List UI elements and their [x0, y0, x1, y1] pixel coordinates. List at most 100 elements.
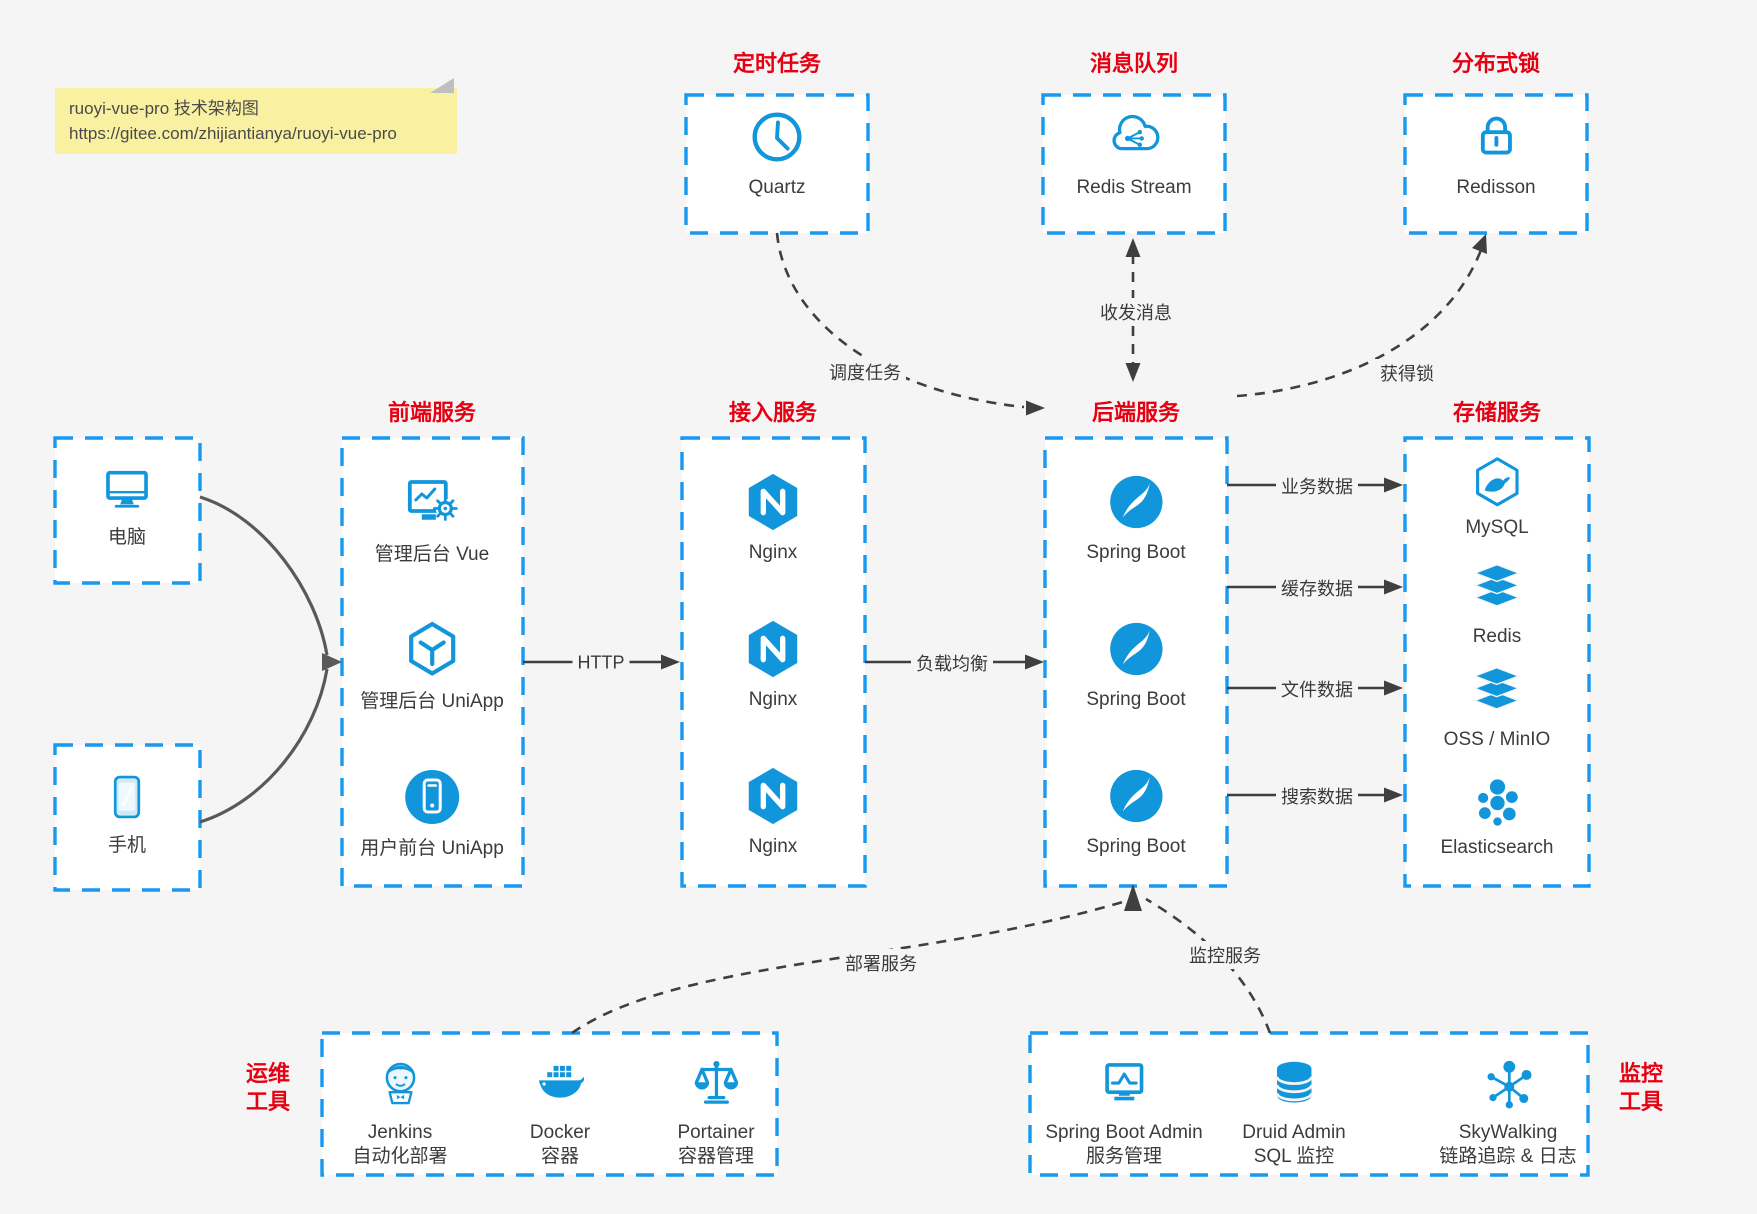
pc-client-box-outline	[53, 436, 202, 585]
label-monitor-line2: 工具	[1618, 1089, 1664, 1114]
title-backend-service: 后端服务	[1091, 400, 1181, 425]
node-nginx-1-label: Nginx	[748, 542, 798, 563]
node-nginx-3-label: Nginx	[748, 836, 798, 857]
node-spring-boot-1: Spring Boot	[1086, 471, 1186, 564]
label-monitor-tools: 监控 工具	[1619, 1060, 1663, 1116]
nginx-icon	[742, 618, 804, 680]
clock-icon	[746, 106, 808, 168]
edge-label-file-data: 文件数据	[1276, 675, 1358, 703]
edge-label-schedule-task: 调度任务	[824, 358, 906, 386]
node-portainer-label: Portainer	[677, 1122, 755, 1143]
node-jenkins-sublabel: 自动化部署	[352, 1146, 448, 1167]
label-ops-line2: 工具	[245, 1089, 291, 1114]
node-admin-uniapp-label: 管理后台 UniApp	[360, 691, 504, 712]
label-ops-line1: 运维	[245, 1061, 291, 1086]
lock-icon	[1465, 106, 1527, 168]
skywalking-icon	[1479, 1055, 1537, 1113]
elasticsearch-icon	[1470, 776, 1524, 830]
spring-icon	[1105, 618, 1167, 680]
admin-vue-icon	[400, 471, 464, 535]
nginx-icon	[742, 471, 804, 533]
node-spring-boot-2-label: Spring Boot	[1086, 689, 1186, 710]
spring-icon	[1105, 765, 1167, 827]
node-elasticsearch-label: Elasticsearch	[1440, 837, 1554, 858]
edge-label-http: HTTP	[572, 651, 630, 675]
title-distributed-lock: 分布式锁	[1451, 51, 1541, 76]
node-docker-label: Docker	[529, 1122, 591, 1143]
node-phone-label: 手机	[107, 835, 146, 856]
spring-boot-admin-icon	[1095, 1055, 1153, 1113]
node-portainer-sublabel: 容器管理	[677, 1146, 755, 1167]
node-redisson: Redisson	[1456, 106, 1536, 199]
mysql-icon	[1469, 454, 1525, 510]
node-portainer: Portainer 容器管理	[677, 1055, 755, 1169]
node-docker-sublabel: 容器	[540, 1146, 579, 1167]
node-redis-label: Redis	[1472, 626, 1522, 647]
node-spring-boot-3-label: Spring Boot	[1086, 836, 1186, 857]
node-quartz: Quartz	[746, 106, 808, 199]
node-admin-uniapp: 管理后台 UniApp	[360, 618, 504, 713]
client-to-frontend-arrows	[199, 495, 342, 824]
node-docker: Docker 容器	[530, 1055, 590, 1169]
user-app-icon	[400, 765, 464, 829]
jenkins-icon	[371, 1055, 429, 1113]
edge-label-cache-data: 缓存数据	[1276, 574, 1358, 602]
title-frontend-service: 前端服务	[387, 400, 477, 425]
node-oss-minio-label: OSS / MinIO	[1443, 729, 1551, 750]
node-skywalking: SkyWalking 链路追踪 & 日志	[1439, 1055, 1577, 1169]
title-message-queue: 消息队列	[1089, 51, 1179, 76]
portainer-icon	[687, 1055, 745, 1113]
spring-icon	[1105, 471, 1167, 533]
node-sba-sublabel: 服务管理	[1085, 1146, 1162, 1167]
edge-label-business-data: 业务数据	[1276, 472, 1358, 500]
node-pc-client: 电脑	[98, 460, 156, 549]
node-spring-boot-1-label: Spring Boot	[1086, 542, 1186, 563]
node-jenkins: Jenkins 自动化部署	[352, 1055, 448, 1169]
node-user-uniapp: 用户前台 UniApp	[360, 765, 504, 860]
phone-icon	[98, 768, 156, 826]
node-druid-admin: Druid Admin SQL 监控	[1242, 1055, 1346, 1169]
edge-label-acquire-lock: 获得锁	[1375, 359, 1439, 387]
title-storage-service: 存储服务	[1452, 400, 1542, 425]
node-spring-boot-admin: Spring Boot Admin 服务管理	[1045, 1055, 1203, 1169]
node-mysql: MySQL	[1465, 454, 1529, 539]
node-phone-client: 手机	[98, 768, 156, 857]
node-oss-minio: OSS / MinIO	[1443, 666, 1551, 751]
note-title: ruoyi-vue-pro 技术架构图	[69, 99, 259, 118]
quartz-box-outline	[684, 93, 870, 235]
node-nginx-2: Nginx	[742, 618, 804, 711]
docker-icon	[531, 1055, 589, 1113]
node-nginx-1: Nginx	[742, 471, 804, 564]
edge-label-monitor-service: 监控服务	[1184, 941, 1266, 969]
nginx-icon	[742, 765, 804, 827]
edge-label-load-balance: 负载均衡	[911, 649, 993, 677]
node-redis-stream-label: Redis Stream	[1076, 177, 1192, 198]
node-skywalking-label: SkyWalking	[1458, 1122, 1558, 1143]
storage-box-outline	[1403, 436, 1591, 888]
node-druid-label: Druid Admin	[1242, 1122, 1346, 1143]
node-admin-vue-label: 管理后台 Vue	[374, 544, 490, 565]
uniapp-cube-icon	[400, 618, 464, 682]
title-gateway-service: 接入服务	[728, 400, 818, 425]
node-redisson-label: Redisson	[1456, 177, 1536, 198]
title-scheduled-task: 定时任务	[732, 51, 822, 76]
node-jenkins-label: Jenkins	[367, 1122, 433, 1143]
edge-label-deploy-service: 部署服务	[840, 949, 922, 977]
node-nginx-2-label: Nginx	[748, 689, 798, 710]
edge-label-message: 收发消息	[1095, 298, 1177, 326]
node-pc-label: 电脑	[107, 527, 146, 548]
oss-stack-icon	[1469, 666, 1525, 722]
edge-label-search-data: 搜索数据	[1276, 782, 1358, 810]
node-redis: Redis	[1469, 563, 1525, 648]
node-elasticsearch: Elasticsearch	[1441, 776, 1554, 859]
node-mysql-label: MySQL	[1465, 517, 1529, 538]
node-user-uniapp-label: 用户前台 UniApp	[360, 838, 504, 859]
sticky-note: ruoyi-vue-pro 技术架构图 https://gitee.com/zh…	[55, 78, 457, 154]
node-sba-label: Spring Boot Admin	[1045, 1122, 1203, 1143]
node-skywalking-sublabel: 链路追踪 & 日志	[1439, 1146, 1577, 1167]
redis-stack-icon	[1469, 563, 1525, 619]
node-redis-stream: Redis Stream	[1076, 106, 1192, 199]
note-url: https://gitee.com/zhijiantianya/ruoyi-vu…	[69, 124, 397, 143]
label-ops-tools: 运维 工具	[246, 1060, 290, 1116]
